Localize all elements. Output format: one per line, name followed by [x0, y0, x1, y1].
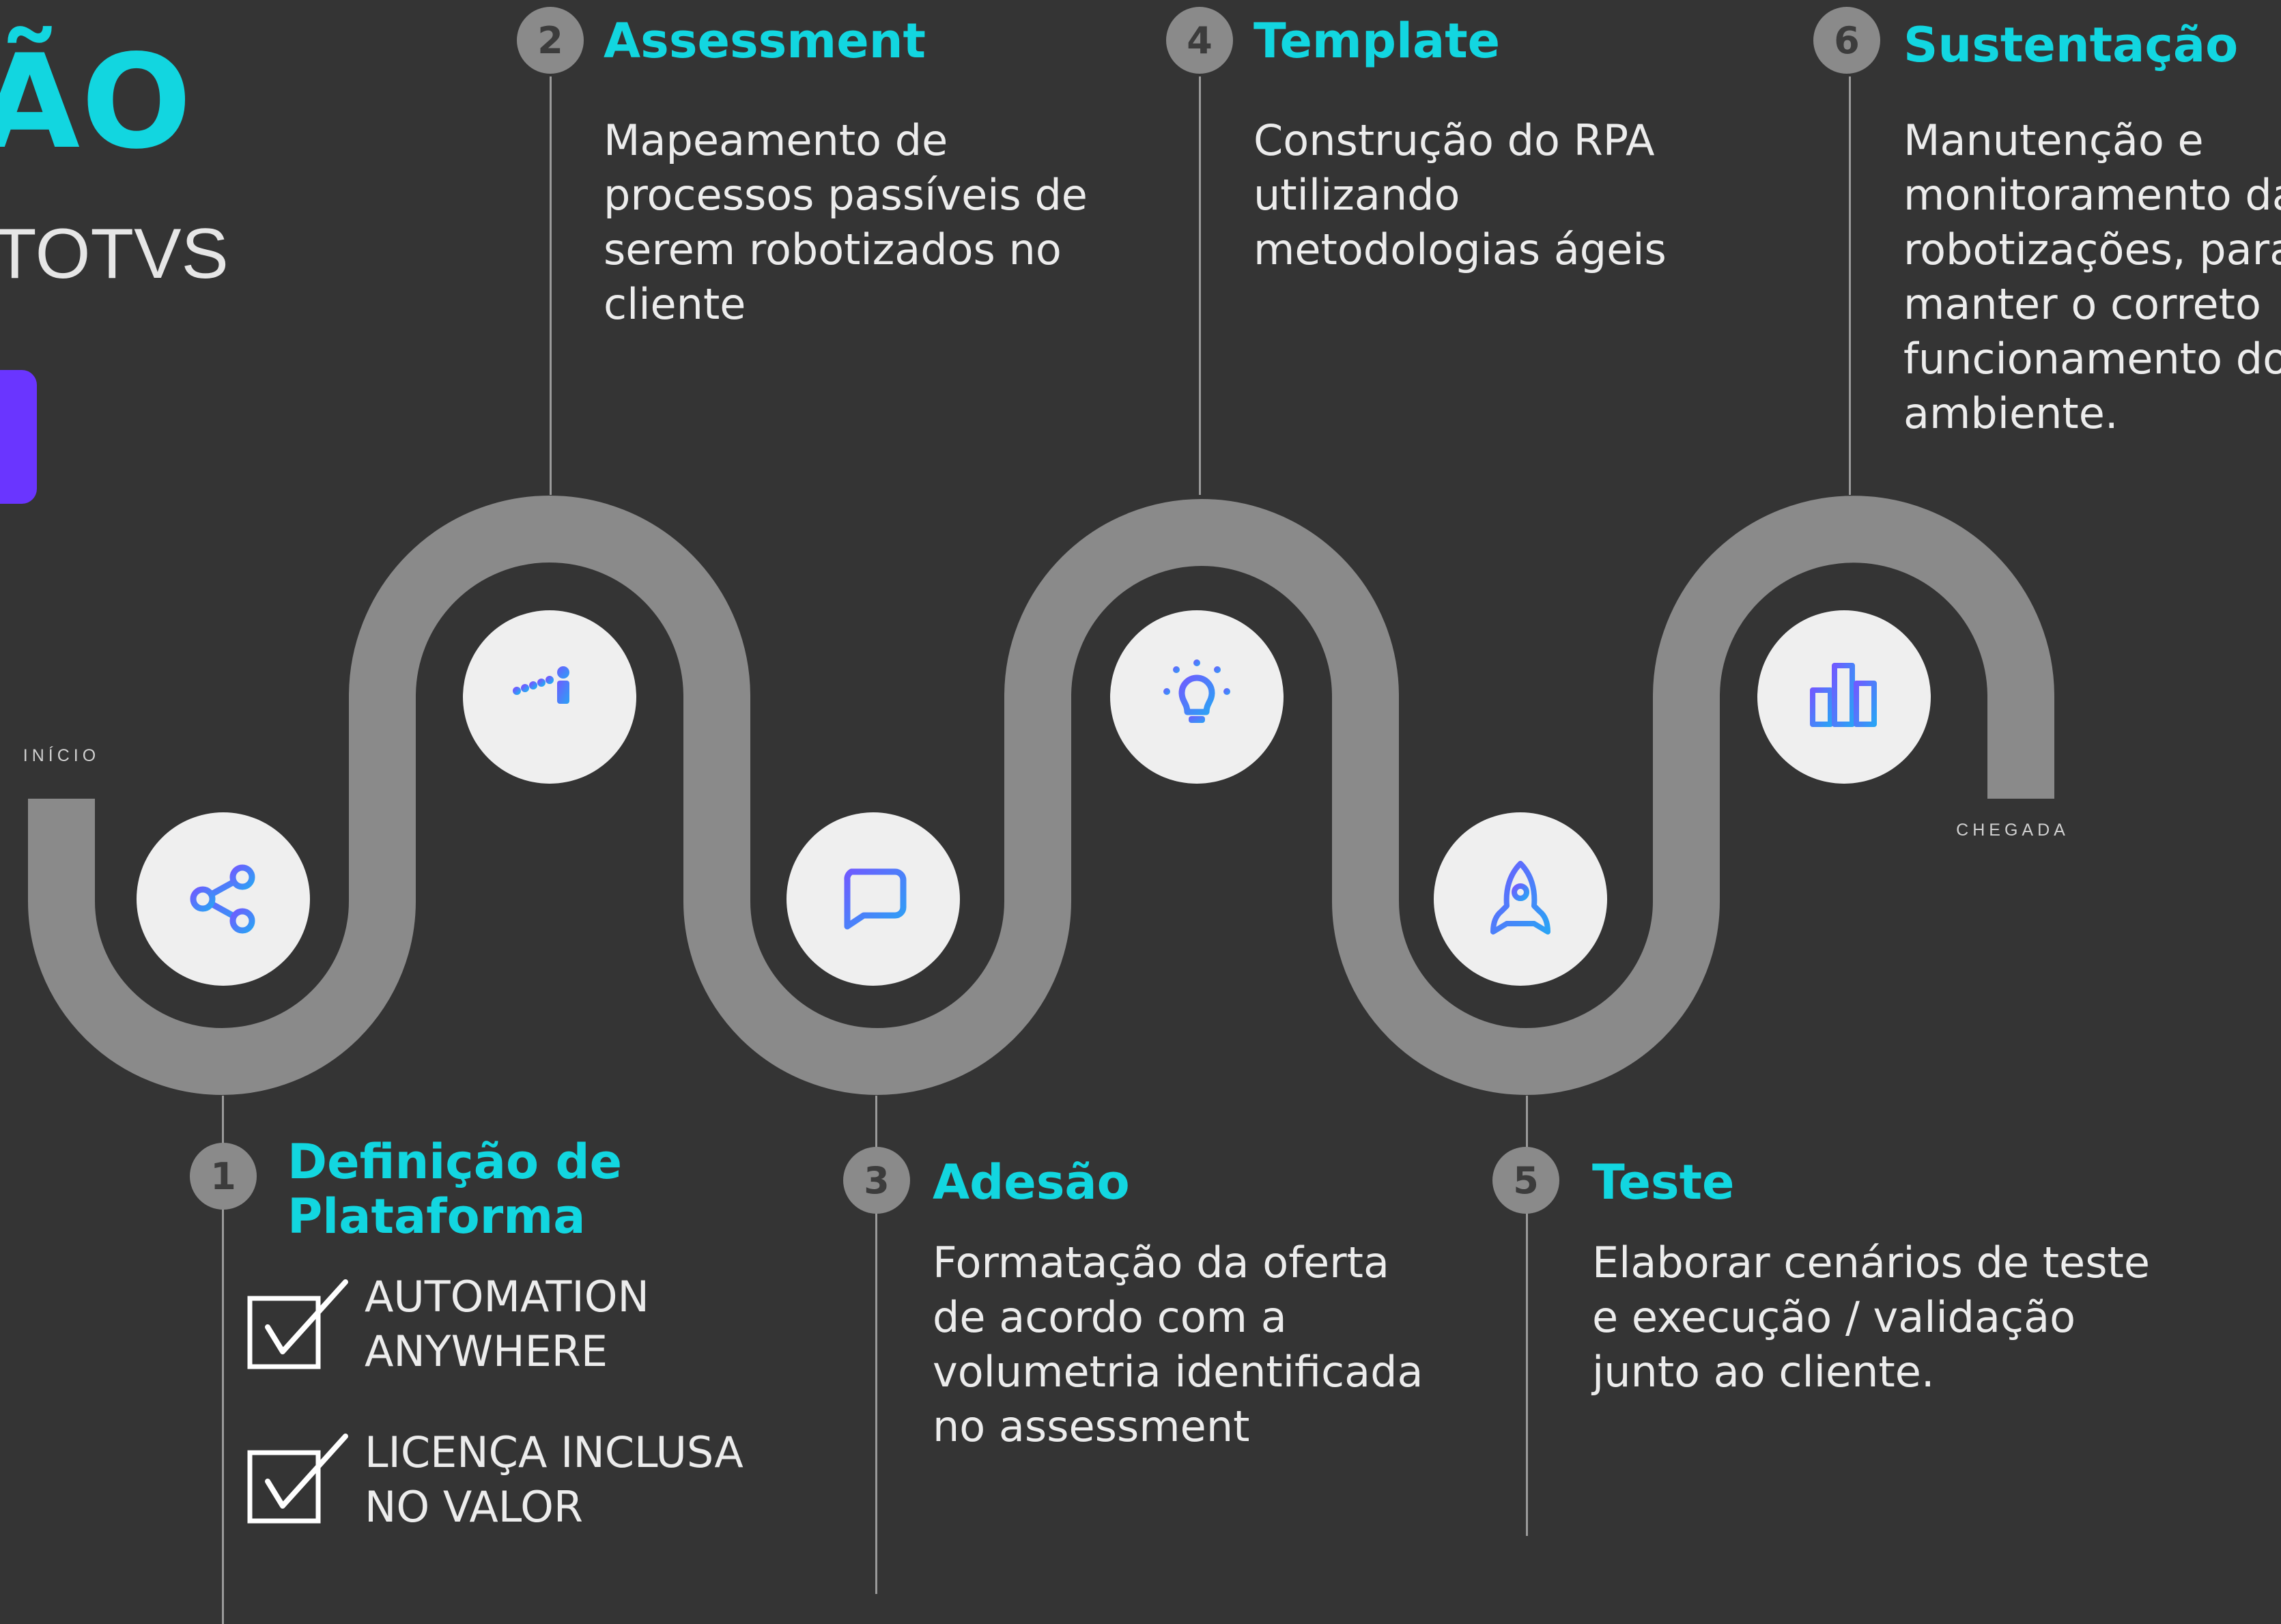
road-path: [28, 496, 2054, 1095]
step-3-icon-circle: [787, 812, 960, 986]
connector-line-1: [222, 1096, 224, 1624]
step-4-icon-circle: [1110, 610, 1284, 784]
connector-line-3: [875, 1096, 877, 1594]
checklist-item-2: LICENÇA INCLUSA NO VALOR: [365, 1427, 743, 1532]
step-title-2: Assessment: [604, 13, 926, 69]
step-1-icon-circle: [137, 812, 310, 986]
step-6-icon-circle: [1757, 610, 1931, 784]
step-title-6: Sustentação: [1903, 17, 2239, 73]
road-end-label: CHEGADA: [1956, 821, 2069, 840]
connector-line-5: [1526, 1096, 1528, 1536]
chat-bubble-icon: [844, 868, 907, 930]
lightbulb-icon: [1163, 659, 1230, 730]
step-description-3: Formatação da oferta de acordo com a vol…: [933, 1238, 1423, 1451]
step-title-3: Adesão: [933, 1154, 1130, 1210]
connector-line-6: [1849, 76, 1851, 495]
slide-title: ÃO: [0, 27, 193, 177]
step-badge-1: 1: [190, 1143, 257, 1210]
checkbox-checked-icon: [247, 1279, 348, 1369]
step-5-icon-circle: [1434, 812, 1607, 986]
checklist-item-1: AUTOMATION ANYWHERE: [365, 1272, 649, 1376]
step-title-1: Definição de Plataforma: [287, 1135, 642, 1244]
step-description-2: Mapeamento de processos passíveis de ser…: [604, 115, 1088, 329]
step-description-4: Construção do RPA utilizando metodologia…: [1253, 115, 1667, 274]
analytics-bars-icon: [513, 666, 569, 729]
road-start-label: INÍCIO: [23, 746, 100, 765]
step-2-icon-circle: [463, 610, 636, 784]
accent-block: [0, 370, 37, 504]
checkbox-checked-icon: [247, 1434, 348, 1524]
connector-line-4: [1199, 76, 1201, 495]
step-title-5: Teste: [1592, 1154, 1735, 1210]
step-badge-2: 2: [517, 7, 584, 74]
share-icon: [190, 864, 255, 934]
step-description-5: Elaborar cenários de teste e execução / …: [1592, 1238, 2150, 1397]
step-description-6: Manutenção e monitoramento das robotizaç…: [1903, 115, 2281, 438]
rocket-icon: [1490, 861, 1550, 935]
step-title-4: Template: [1253, 13, 1501, 69]
step-badge-5: 5: [1492, 1147, 1559, 1214]
bar-chart-icon: [1810, 663, 1877, 727]
connector-line-2: [550, 76, 552, 495]
step-badge-4: 4: [1166, 7, 1233, 74]
slide-subtitle: TOTVS: [0, 214, 229, 294]
step-badge-6: 6: [1813, 7, 1880, 74]
step-badge-3: 3: [843, 1147, 910, 1214]
step-title-1-text: Definição de Plataforma: [287, 1134, 623, 1244]
